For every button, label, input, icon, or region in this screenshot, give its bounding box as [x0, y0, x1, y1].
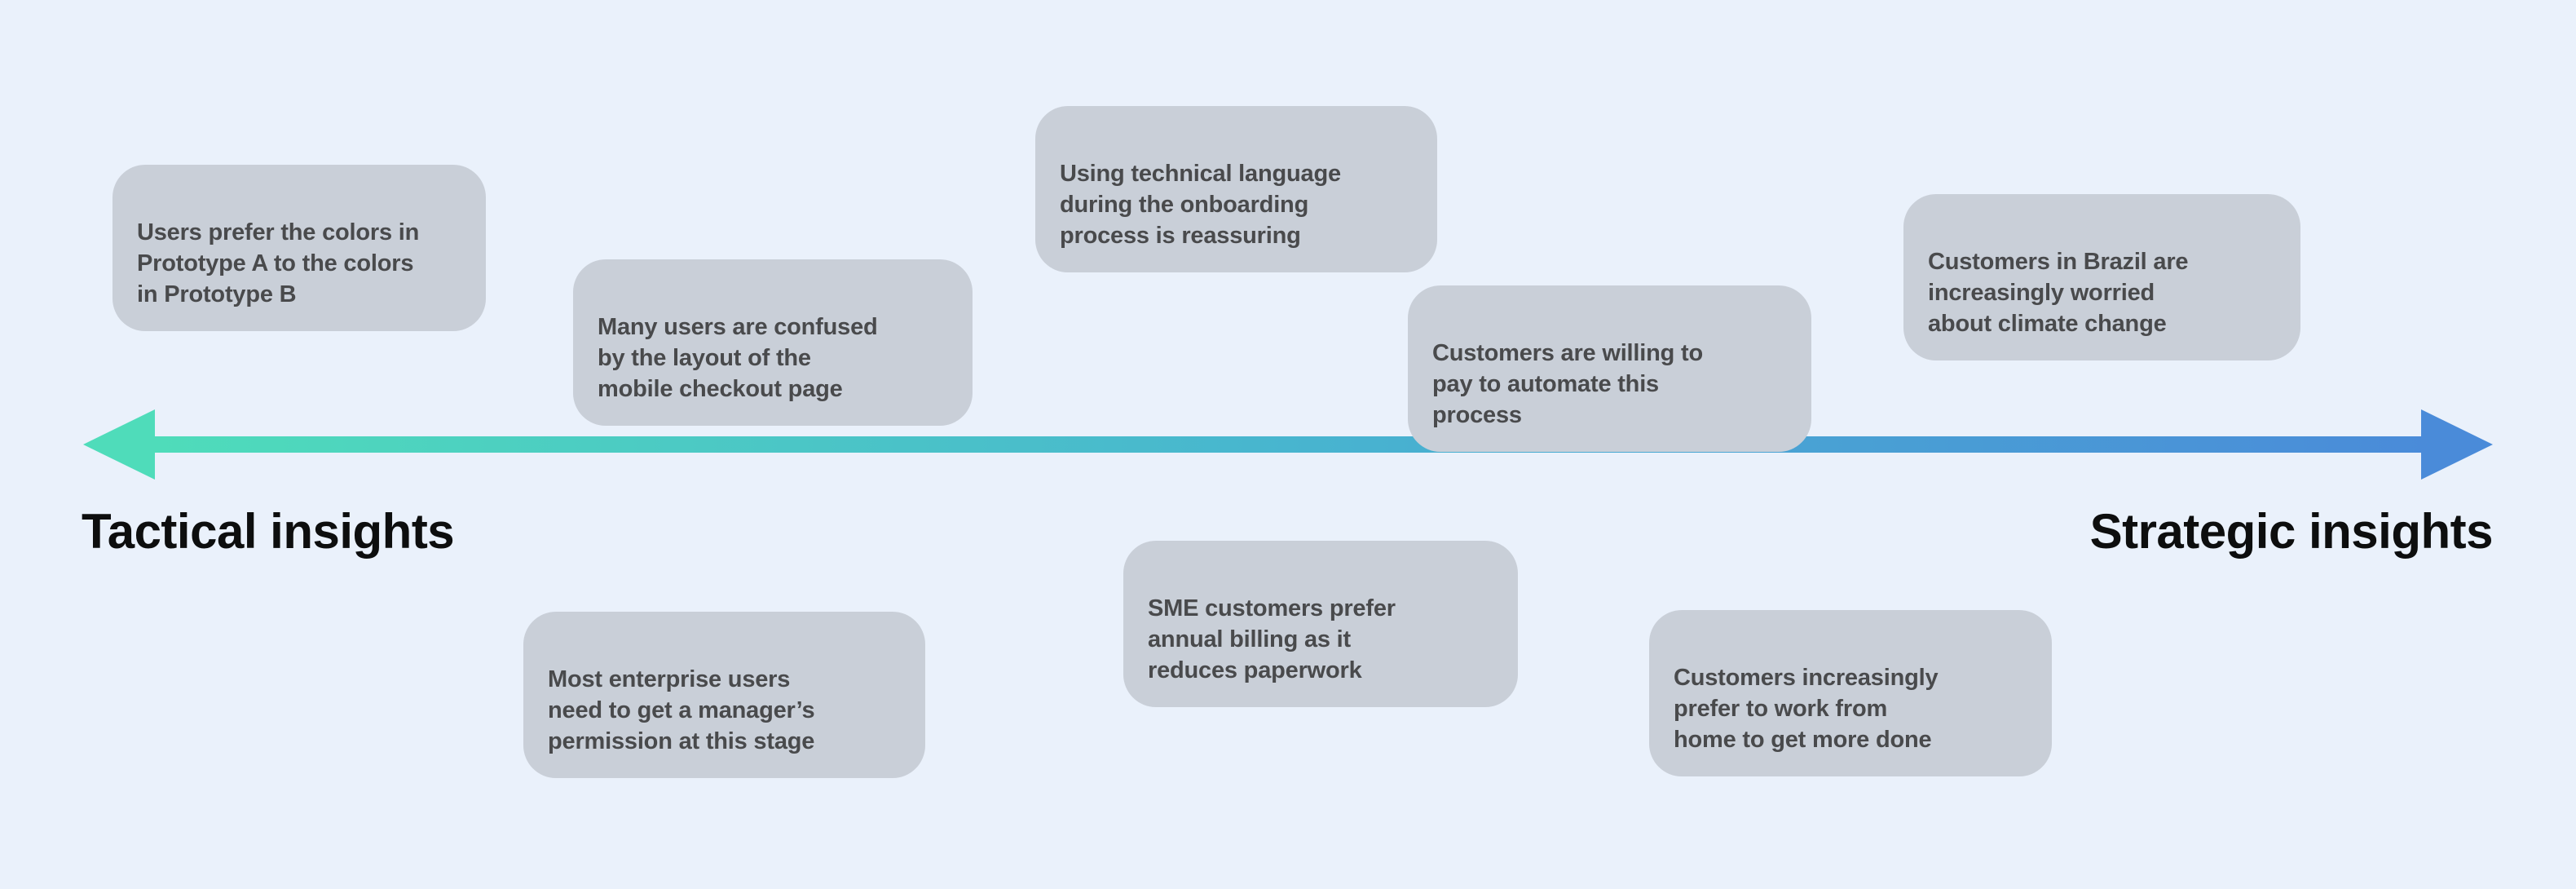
insight-card-text: Customers increasingly prefer to work fr…	[1674, 665, 1939, 753]
insight-card-text: Customers are willing to pay to automate…	[1432, 340, 1703, 428]
insight-card-text: Users prefer the colors in Prototype A t…	[137, 219, 420, 307]
insight-card-text: Using technical language during the onbo…	[1060, 161, 1341, 249]
strategic-insights-label: Strategic insights	[2089, 504, 2494, 559]
insight-card-mobile-checkout-confusion[interactable]: Many users are confused by the layout of…	[573, 259, 973, 426]
insight-card-technical-language-onboarding[interactable]: Using technical language during the onbo…	[1035, 106, 1437, 272]
insight-card-manager-permission[interactable]: Most enterprise users need to get a mana…	[523, 612, 925, 778]
insight-card-sme-annual-billing[interactable]: SME customers prefer annual billing as i…	[1123, 541, 1518, 707]
insight-card-text: Many users are confused by the layout of…	[598, 314, 878, 402]
insight-card-text: Most enterprise users need to get a mana…	[548, 666, 815, 754]
spectrum-axis	[83, 409, 2493, 480]
left-arrowhead-icon	[83, 409, 155, 480]
insight-card-text: SME customers prefer annual billing as i…	[1148, 595, 1396, 683]
right-arrowhead-icon	[2421, 409, 2493, 480]
insight-card-users-prefer-colors[interactable]: Users prefer the colors in Prototype A t…	[112, 165, 486, 331]
insight-card-text: Customers in Brazil are increasingly wor…	[1928, 249, 2189, 337]
axis-line	[152, 436, 2424, 453]
insight-card-brazil-climate-change[interactable]: Customers in Brazil are increasingly wor…	[1903, 194, 2300, 360]
insight-card-work-from-home[interactable]: Customers increasingly prefer to work fr…	[1649, 610, 2052, 776]
tactical-insights-label: Tactical insights	[82, 504, 455, 559]
insight-card-pay-to-automate[interactable]: Customers are willing to pay to automate…	[1408, 285, 1811, 452]
